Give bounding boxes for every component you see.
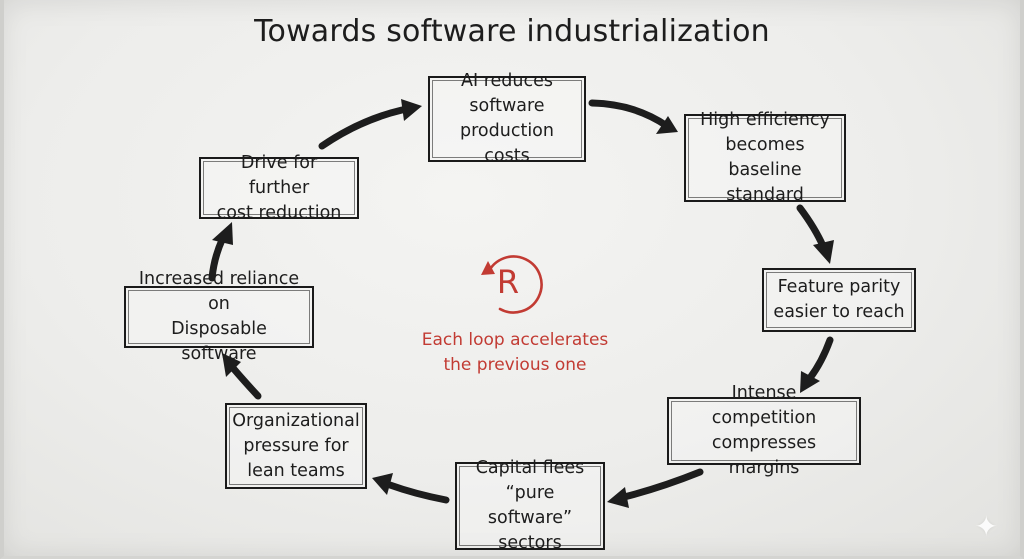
diagram-title: Towards software industrialization: [254, 14, 770, 49]
arrowhead-parity-to-competition: [800, 371, 820, 393]
arrowhead-ai-to-efficiency: [656, 116, 678, 134]
arrow-competition-to-capital: [620, 468, 704, 501]
arrowhead-drive-to-ai: [401, 99, 422, 121]
node-capital-flees: Capital flees “pure software” sectors: [455, 458, 605, 553]
arrowhead-reliance-to-drive: [212, 222, 233, 245]
node-intense-competition: Intense competition compresses margins: [667, 383, 861, 478]
arrowhead-capital-to-org: [372, 473, 393, 495]
arrowhead-org-to-reliance: [222, 353, 241, 377]
arrow-drive-to-ai: [318, 106, 406, 150]
node-high-efficiency: High efficiency becomes baseline standar…: [684, 110, 846, 205]
arrow-efficiency-to-parity: [796, 204, 827, 250]
node-organizational-pressure: Organizational pressure for lean teams: [225, 403, 367, 489]
arrowhead-competition-to-capital: [607, 487, 629, 508]
node-drive-cost-reduction: Drive for further cost reduction: [199, 153, 359, 223]
node-feature-parity: Feature parity easier to reach: [762, 268, 916, 332]
loop-caption: Each loop accelerates the previous one: [421, 330, 609, 375]
arrow-parity-to-competition: [806, 336, 834, 382]
node-disposable-software: Increased reliance on Disposable softwar…: [124, 269, 314, 364]
arrow-capital-to-org: [386, 481, 450, 504]
arrowhead-efficiency-to-parity: [813, 240, 834, 264]
arrow-reliance-to-drive: [208, 236, 226, 282]
sparkle-icon: ✦: [974, 510, 998, 543]
loop-letter-r: R: [496, 263, 520, 301]
arrow-ai-to-efficiency: [588, 99, 671, 130]
node-ai-reduces-costs: AI reduces software production costs: [428, 71, 586, 166]
reinforcing-loop-icon: [481, 255, 543, 314]
arrow-org-to-reliance: [229, 364, 262, 400]
